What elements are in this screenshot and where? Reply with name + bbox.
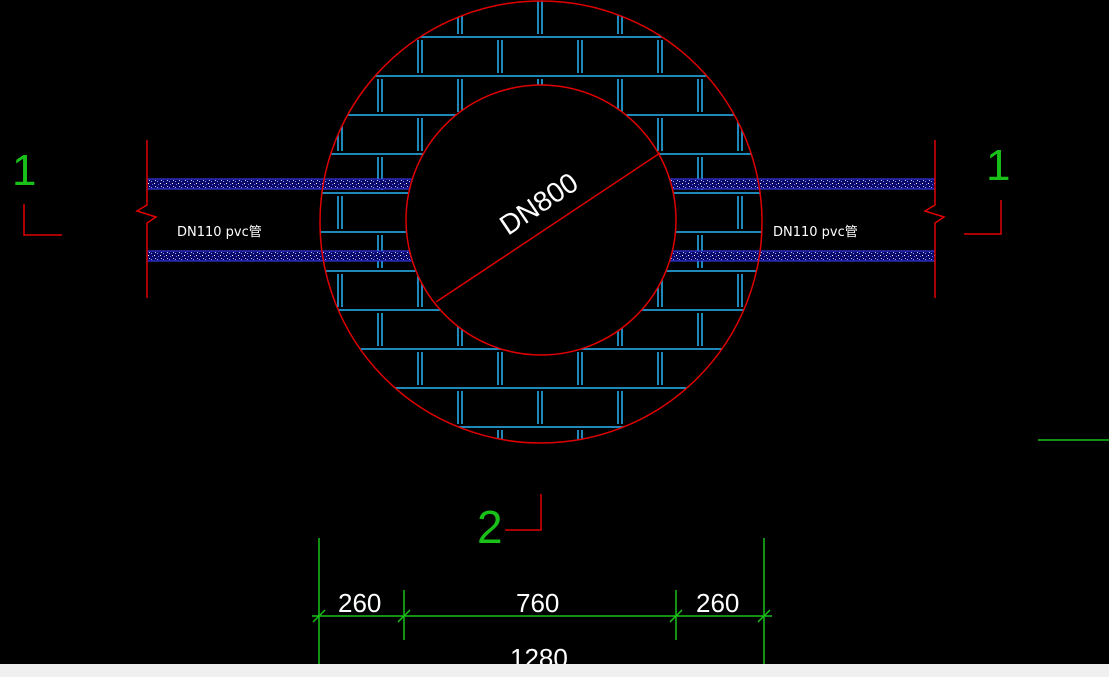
right-pvc-pipe xyxy=(669,178,936,262)
dimension-group[interactable] xyxy=(312,538,772,664)
dimension-middle: 760 xyxy=(516,588,559,618)
section-mark-bottom-label: 2 xyxy=(477,501,503,553)
status-bar xyxy=(0,664,1109,677)
inner-pipe-opening[interactable] xyxy=(405,84,677,356)
dimension-right: 260 xyxy=(696,588,739,618)
section-mark-right[interactable]: 1 xyxy=(964,141,1010,235)
section-mark-bottom[interactable]: 2 xyxy=(477,494,542,553)
left-pipe-label[interactable]: DN110 pvc管 xyxy=(177,225,262,240)
section-mark-left-label: 1 xyxy=(12,146,36,195)
right-pipe-label[interactable]: DN110 pvc管 xyxy=(773,225,858,240)
outer-well-wall[interactable] xyxy=(319,0,763,444)
section-mark-left[interactable]: 1 xyxy=(12,146,62,236)
diameter-line[interactable] xyxy=(435,152,661,303)
left-break-line xyxy=(135,140,158,298)
right-break-line xyxy=(923,140,946,298)
left-pvc-pipe xyxy=(146,178,413,262)
dimension-left: 260 xyxy=(338,588,381,618)
section-mark-right-label: 1 xyxy=(986,141,1010,190)
